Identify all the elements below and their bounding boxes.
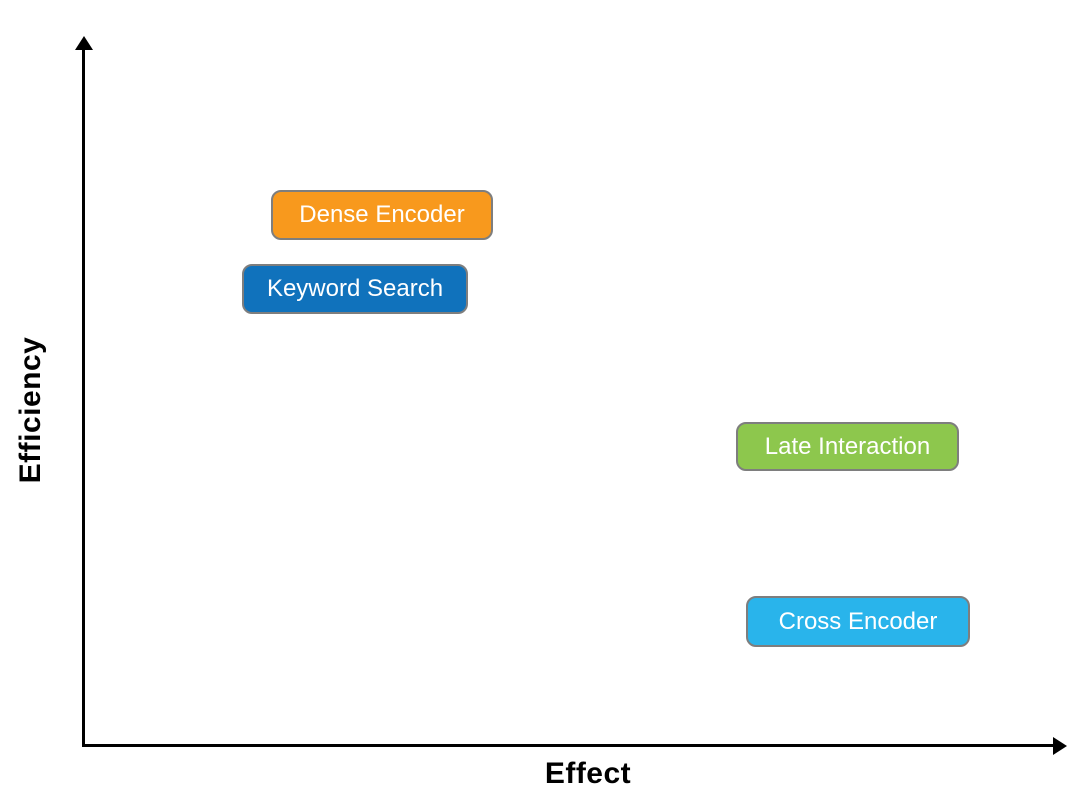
chart-item-dense-encoder: Dense Encoder (271, 190, 493, 240)
chart-item-label: Keyword Search (266, 275, 444, 302)
x-axis-arrowhead-icon (1053, 736, 1067, 755)
y-axis-arrowhead-icon (75, 36, 93, 50)
y-axis-line (82, 42, 85, 747)
y-axis-label: Efficiency (14, 336, 47, 484)
chart-item-keyword-search: Keyword Search (242, 264, 468, 314)
chart-item-cross-encoder: Cross Encoder (746, 596, 970, 647)
x-axis-line (83, 744, 1057, 747)
chart-item-label: Cross Encoder (778, 607, 938, 635)
x-axis-label: Effect (544, 757, 632, 790)
chart-item-label: Dense Encoder (299, 201, 465, 228)
chart-item-label: Late Interaction (764, 432, 931, 460)
chart-item-late-interaction: Late Interaction (736, 422, 959, 471)
